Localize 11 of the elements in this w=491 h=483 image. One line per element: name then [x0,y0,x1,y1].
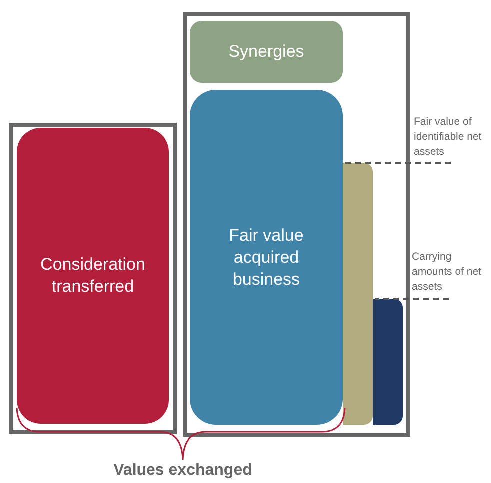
annotation-text: Fair value of identifiable net assets [414,115,491,161]
consideration-bar: Consideration transferred [17,128,169,424]
leader-line [345,162,451,164]
synergies-box: Synergies [190,21,343,83]
annotation-text: Carrying amounts of net assets [412,250,489,296]
net-assets-bar [343,163,373,425]
leader-line [375,298,449,300]
carrying-amount-bar [373,299,403,425]
brace-label: Values exchanged [112,461,254,481]
fair-value-bar: Fair value acquired business [190,90,343,425]
frame-box [183,12,410,437]
